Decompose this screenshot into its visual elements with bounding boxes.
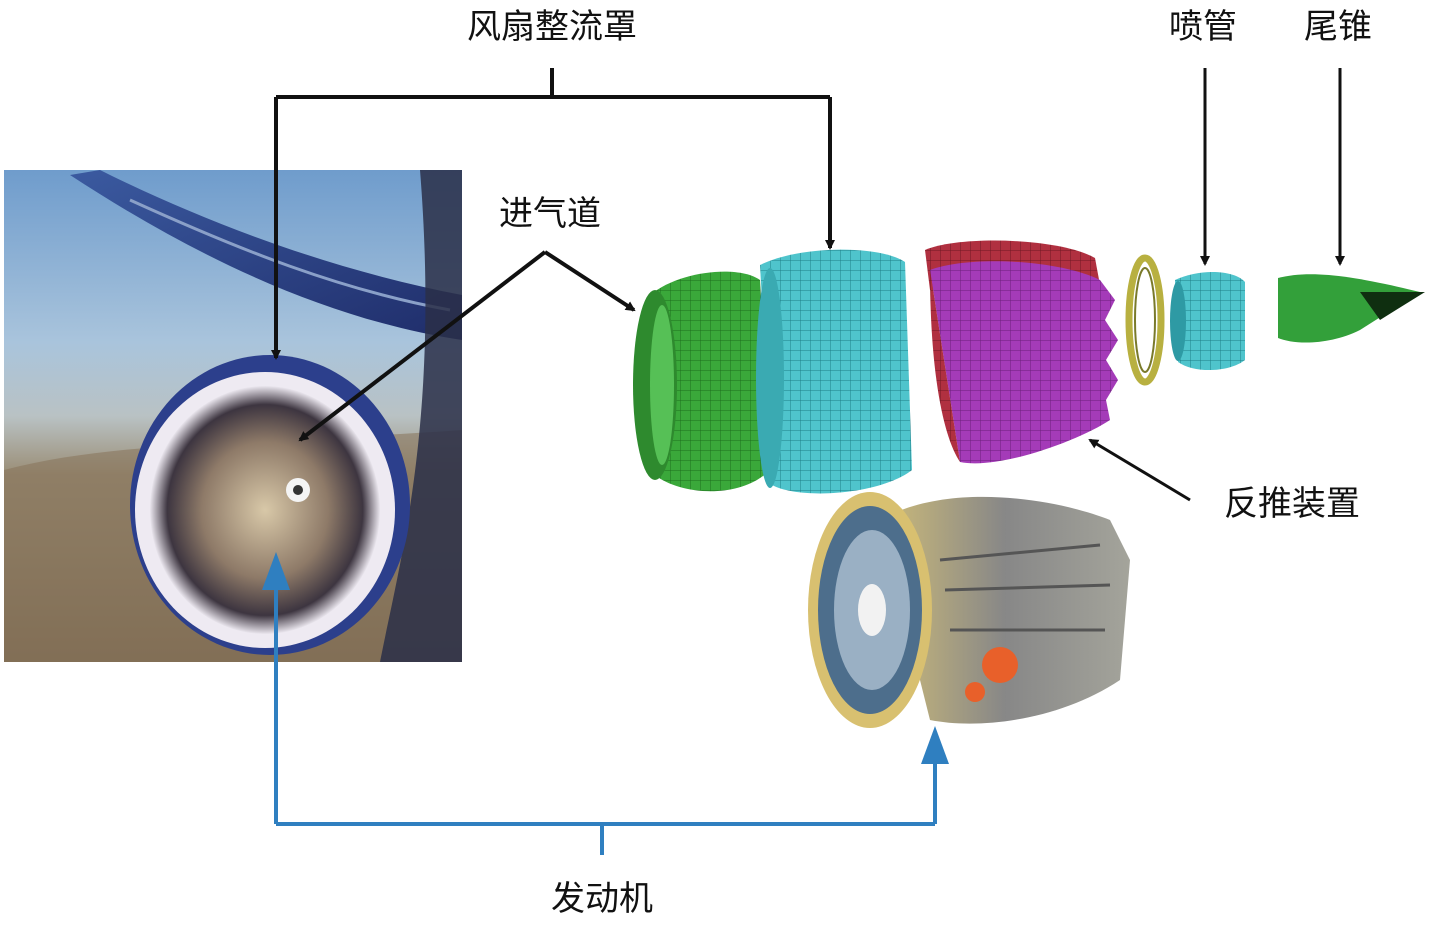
reverser-leader bbox=[1088, 438, 1191, 502]
inlet-leader bbox=[298, 250, 636, 442]
fan-cowl-part bbox=[756, 249, 912, 494]
inlet-part bbox=[633, 271, 770, 492]
label-nozzle: 喷管 bbox=[1169, 7, 1237, 47]
ring-part bbox=[1125, 254, 1165, 386]
label-tail-cone: 尾锥 bbox=[1304, 7, 1372, 47]
engine-leader bbox=[262, 552, 949, 855]
label-fan-cowl: 风扇整流罩 bbox=[467, 7, 637, 47]
aircraft-photo bbox=[4, 170, 462, 662]
fan-cowl-leader bbox=[271, 68, 835, 360]
engine-cutaway bbox=[808, 492, 1130, 728]
label-engine: 发动机 bbox=[551, 879, 653, 919]
label-inlet: 进气道 bbox=[499, 194, 601, 234]
label-thrust-reverser: 反推装置 bbox=[1224, 484, 1360, 524]
nozzle-part bbox=[1170, 271, 1245, 371]
thrust-reverser-part bbox=[925, 240, 1118, 464]
tail-cone-part bbox=[1278, 274, 1425, 343]
